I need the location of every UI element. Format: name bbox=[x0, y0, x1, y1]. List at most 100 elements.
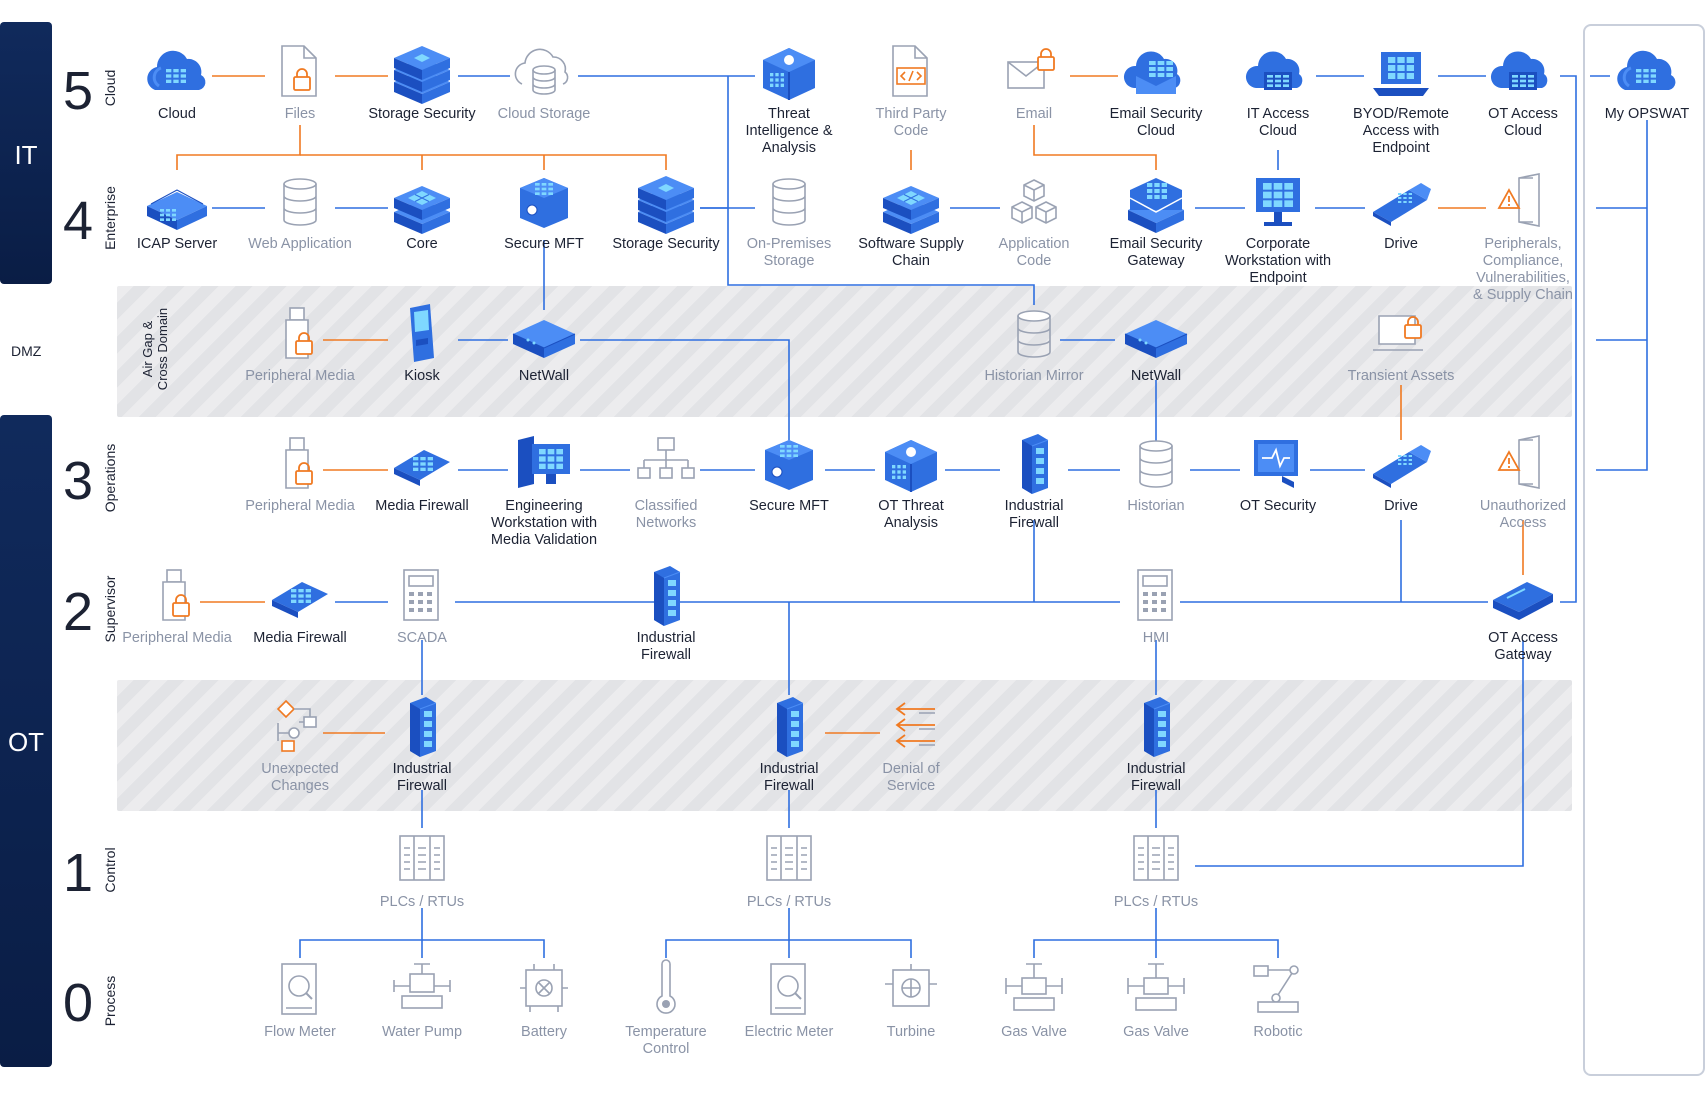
node-label: Peripherals, Compliance, Vulnerabilities… bbox=[1473, 236, 1573, 303]
level-2-number: 2 bbox=[62, 582, 94, 642]
node-label: Engineering Workstation with Media Valid… bbox=[490, 498, 598, 548]
valve-icon bbox=[1127, 963, 1185, 1011]
node-label: On-Premises Storage bbox=[746, 236, 832, 269]
node-label: Unexpected Changes bbox=[261, 761, 339, 794]
email-lock-icon bbox=[1007, 48, 1055, 89]
threat-intel-icon bbox=[763, 48, 815, 100]
level-0-number: 0 bbox=[62, 973, 94, 1033]
node-label: Media Firewall bbox=[253, 630, 347, 646]
node-peripheral-media-dmz: Peripheral Media bbox=[230, 300, 370, 385]
turbine-icon bbox=[885, 964, 937, 1007]
node-label: BYOD/Remote Access with Endpoint bbox=[1353, 106, 1449, 156]
netwall-icon bbox=[512, 320, 576, 358]
email-security-cloud-icon bbox=[1123, 51, 1181, 94]
connection-line bbox=[789, 939, 912, 958]
node-label: Robotic bbox=[1253, 1024, 1303, 1040]
dmz-label: DMZ bbox=[11, 343, 42, 359]
node-my-opswat: My OPSWAT bbox=[1577, 38, 1705, 123]
connection-line bbox=[1033, 125, 1157, 170]
usb-drive-icon bbox=[1373, 445, 1431, 488]
it-band-label: IT bbox=[14, 140, 38, 170]
node-label: Email bbox=[1015, 106, 1053, 122]
node-label: Email Security Gateway bbox=[1109, 236, 1203, 269]
node-label: Drive bbox=[1384, 498, 1418, 514]
node-label: Cloud Storage bbox=[497, 106, 591, 122]
node-label: Denial of Service bbox=[882, 761, 940, 794]
node-historian-mirror: Historian Mirror bbox=[964, 300, 1104, 385]
industrial-firewall-icon bbox=[777, 697, 804, 757]
connection-line bbox=[422, 939, 545, 958]
code-file-icon bbox=[892, 45, 928, 97]
usb-lock-icon bbox=[285, 307, 313, 359]
node-label: Industrial Firewall bbox=[1004, 498, 1064, 531]
node-label: SCADA bbox=[397, 630, 447, 646]
node-unauthorized-access: Unauthorized Access bbox=[1453, 430, 1593, 532]
node-label: Industrial Firewall bbox=[392, 761, 452, 794]
cubes-icon bbox=[1011, 179, 1057, 224]
node-secure-mft-3: Secure MFT bbox=[719, 430, 859, 515]
node-label: Classified Networks bbox=[634, 498, 698, 531]
node-industrial-fw-a: Industrial Firewall bbox=[352, 693, 492, 795]
node-it-access-cloud: IT Access Cloud bbox=[1208, 38, 1348, 140]
node-label: Secure MFT bbox=[749, 498, 829, 514]
cloud-icon bbox=[1617, 50, 1676, 90]
connection-line bbox=[1033, 908, 1157, 958]
node-label: Gas Valve bbox=[1001, 1024, 1067, 1040]
node-label: Peripheral Media bbox=[245, 498, 355, 514]
node-label: Peripheral Media bbox=[122, 630, 232, 646]
battery-icon bbox=[520, 964, 568, 1012]
node-corporate-workstation: Corporate Workstation with Endpoint bbox=[1208, 168, 1348, 287]
node-label: OT Access Gateway bbox=[1488, 630, 1558, 663]
secure-mft-icon bbox=[765, 440, 813, 490]
node-label: Temperature Control bbox=[625, 1024, 707, 1057]
node-label: IT Access Cloud bbox=[1246, 106, 1310, 139]
kiosk-icon bbox=[410, 304, 434, 362]
valve-icon bbox=[1005, 963, 1063, 1011]
node-label: Corporate Workstation with Endpoint bbox=[1224, 236, 1332, 286]
node-threat-intel: Threat Intelligence & Analysis bbox=[719, 38, 859, 157]
node-label: NetWall bbox=[1130, 368, 1182, 384]
node-label: Historian bbox=[1127, 498, 1185, 514]
node-label: Threat Intelligence & Analysis bbox=[745, 106, 833, 156]
node-label: Secure MFT bbox=[504, 236, 584, 252]
connection-line bbox=[1195, 640, 1524, 867]
node-software-supply-chain: Software Supply Chain bbox=[841, 168, 981, 270]
level-1-number: 1 bbox=[62, 843, 94, 903]
node-battery: Battery bbox=[474, 956, 614, 1041]
meter-icon bbox=[281, 963, 317, 1015]
node-label: Unauthorized Access bbox=[1479, 498, 1567, 531]
node-ot-access-gateway: OT Access Gateway bbox=[1453, 562, 1593, 664]
node-label: Industrial Firewall bbox=[759, 761, 819, 794]
node-peripheral-media-3: Peripheral Media bbox=[230, 430, 370, 515]
node-label: Application Code bbox=[998, 236, 1070, 269]
file-lock-icon bbox=[281, 45, 317, 97]
node-label: Industrial Firewall bbox=[636, 630, 696, 663]
node-label: OT Threat Analysis bbox=[878, 498, 944, 531]
node-label: Battery bbox=[521, 1024, 567, 1040]
node-label: Industrial Firewall bbox=[1126, 761, 1186, 794]
node-files: Files bbox=[230, 38, 370, 123]
node-label: HMI bbox=[1142, 630, 1170, 646]
node-label: Peripheral Media bbox=[245, 368, 355, 384]
node-label: Flow Meter bbox=[264, 1024, 336, 1040]
node-label: Core bbox=[406, 236, 438, 252]
arrows-attack-icon bbox=[895, 702, 935, 748]
node-peripheral-media-2: Peripheral Media bbox=[107, 562, 247, 647]
node-industrial-fw-c: Industrial Firewall bbox=[1086, 693, 1226, 795]
node-label: OT Access Cloud bbox=[1488, 106, 1558, 139]
node-unexpected-changes: Unexpected Changes bbox=[230, 693, 370, 795]
node-engineering-ws: Engineering Workstation with Media Valid… bbox=[474, 430, 614, 549]
storage-security-icon bbox=[638, 176, 694, 234]
door-warning-icon bbox=[1497, 173, 1540, 227]
threat-intel-icon bbox=[885, 440, 937, 492]
node-turbine: Turbine bbox=[841, 956, 981, 1041]
netwall-icon bbox=[1124, 320, 1188, 358]
node-drive-4: Drive bbox=[1331, 168, 1471, 253]
node-water-pump: Water Pump bbox=[352, 956, 492, 1041]
node-storage-security-5: Storage Security bbox=[352, 38, 492, 123]
node-label: Drive bbox=[1384, 236, 1418, 252]
plc-icon bbox=[1133, 835, 1179, 881]
node-label: NetWall bbox=[518, 368, 570, 384]
secure-mft-icon bbox=[520, 178, 568, 228]
usb-lock-icon bbox=[285, 437, 313, 489]
